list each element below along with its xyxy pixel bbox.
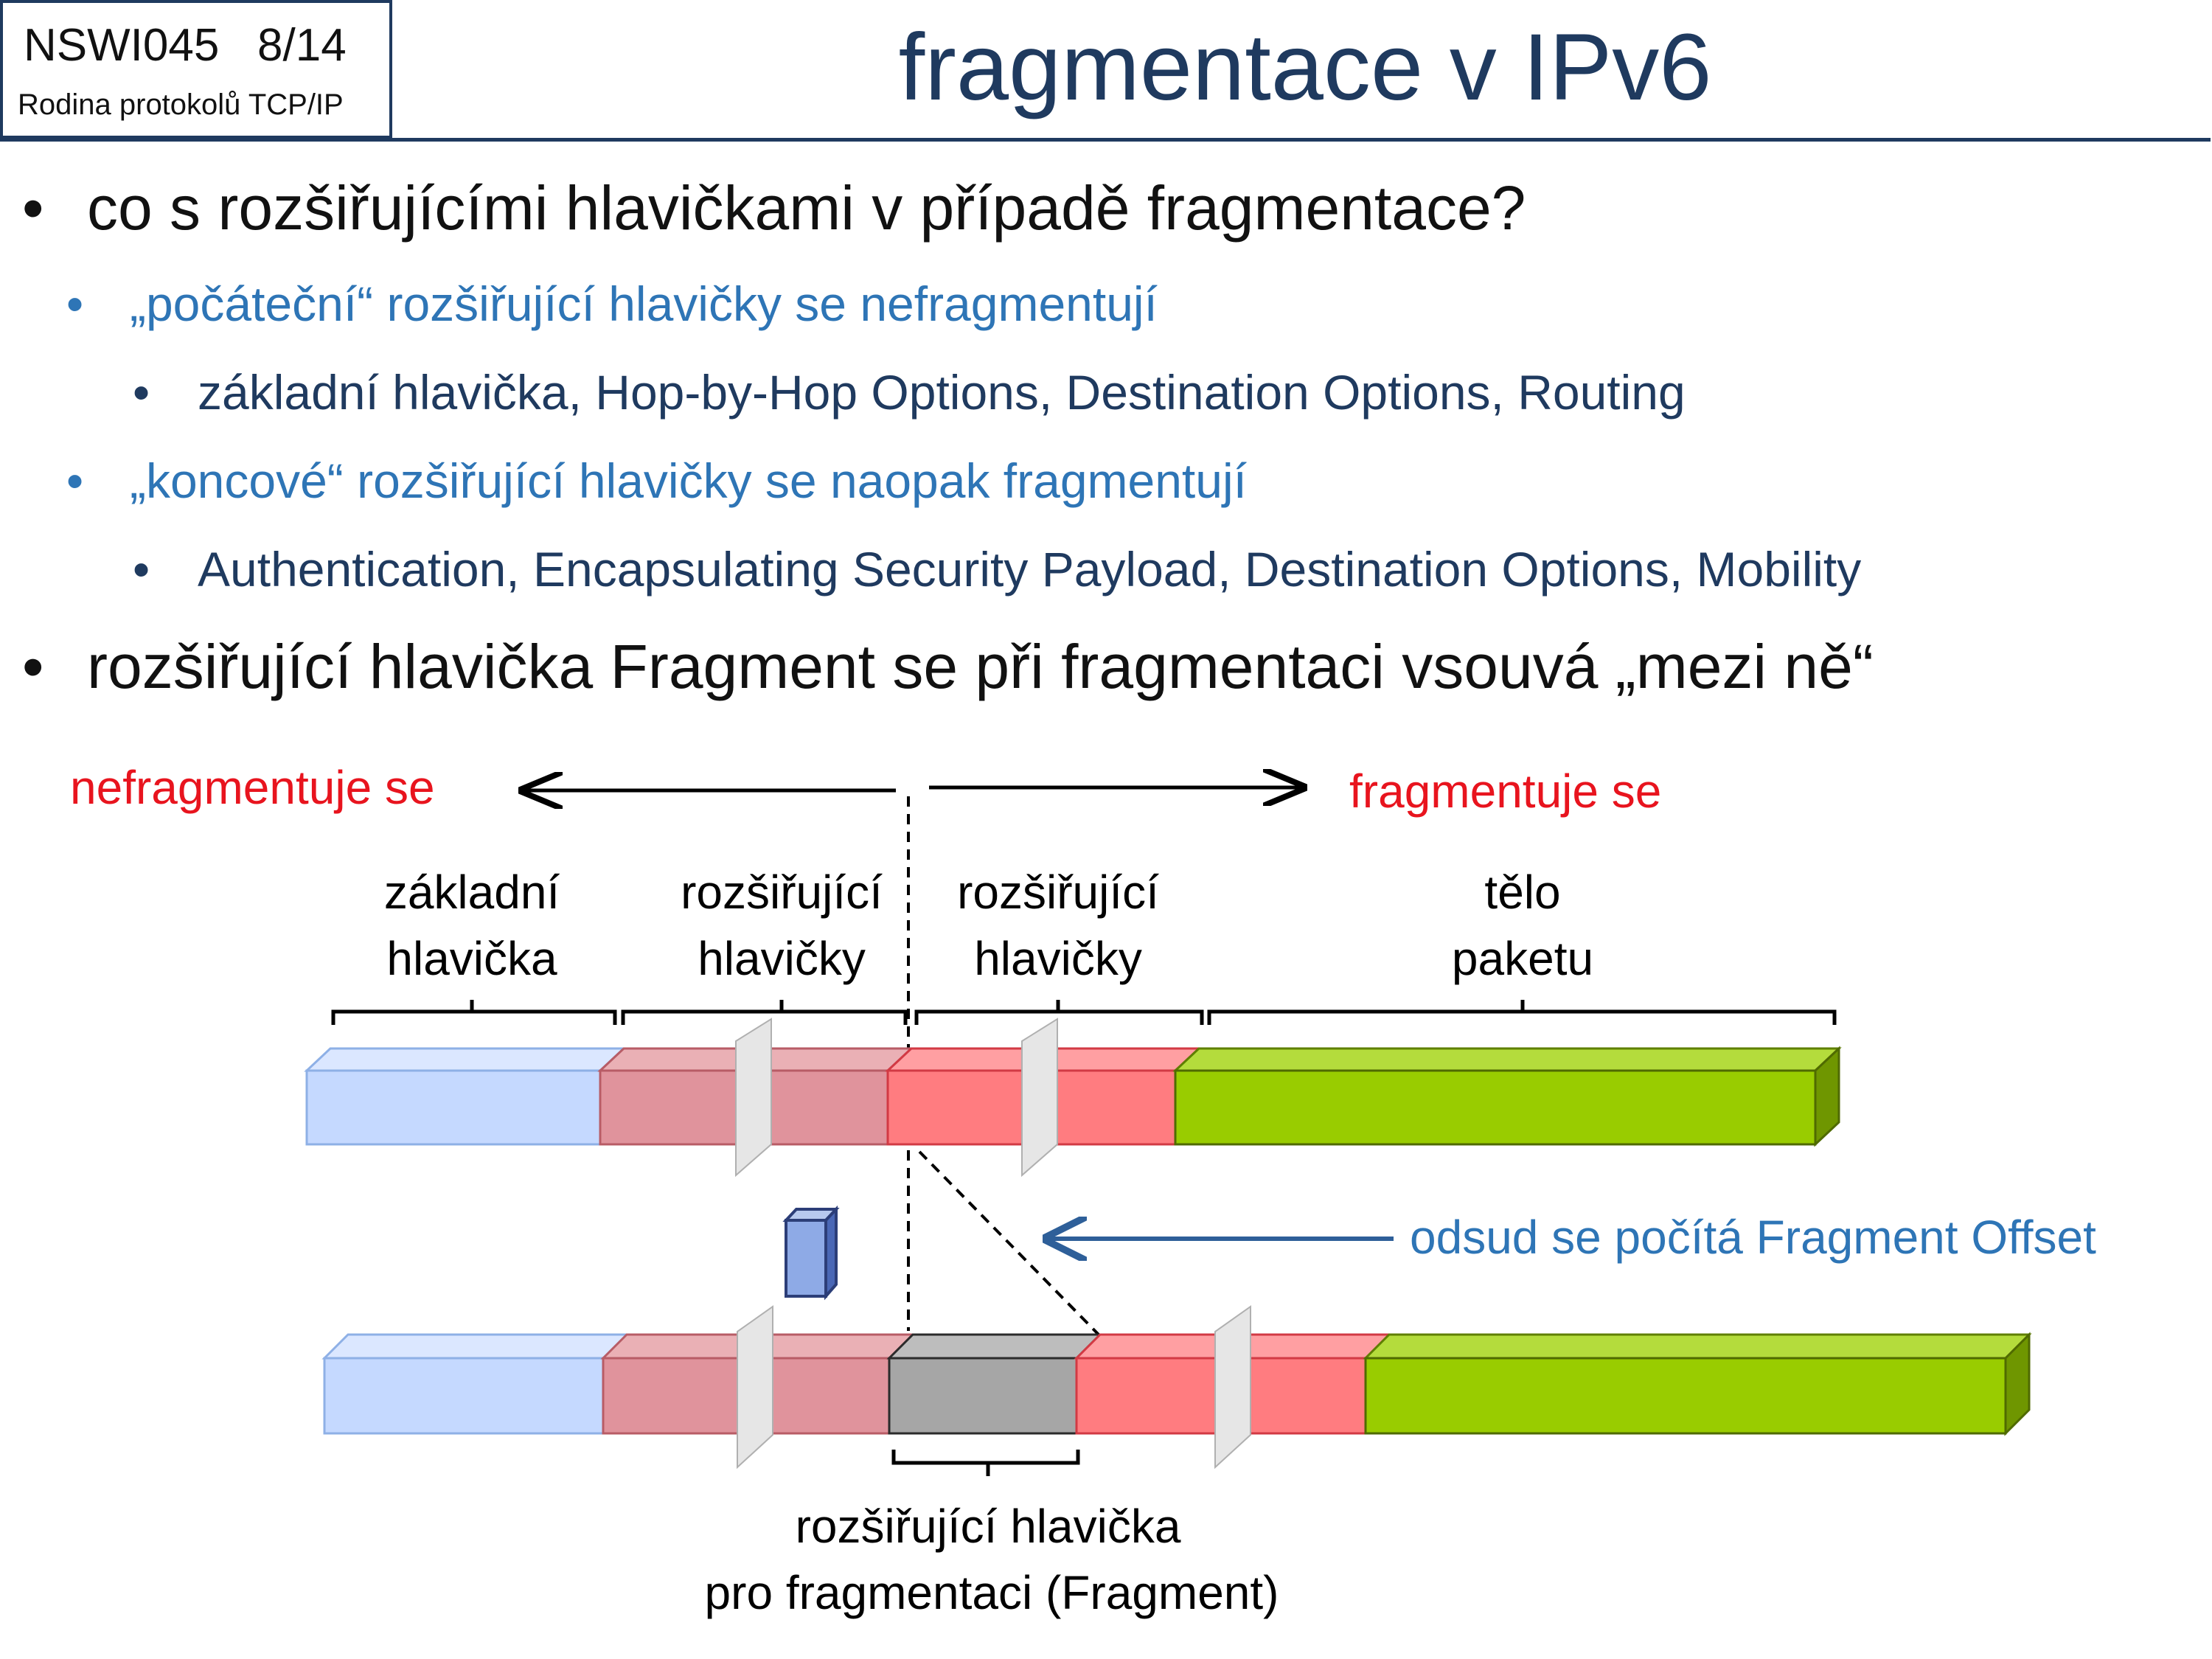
small-blue-block	[785, 1219, 827, 1298]
bullet-dot: •	[133, 542, 150, 597]
top-separator-2	[1021, 1018, 1058, 1178]
top-braces	[331, 1000, 1837, 1025]
group-body-label-1: tělo	[1484, 866, 1560, 919]
bullet-level2-text: „koncové“ rozšiřující hlavičky se naopak…	[130, 453, 1247, 508]
fragment-label-2: pro fragmentaci (Fragment)	[705, 1566, 1279, 1619]
bullet-dot: •	[66, 276, 84, 331]
bullet-level3-text: základní hlavička, Hop-by-Hop Options, D…	[198, 365, 1686, 420]
bullet-level1-text: co s rozšiřujícími hlavičkami v případě …	[87, 173, 1526, 243]
top-base-header-block	[305, 1069, 602, 1146]
bottom-fragment-header-block	[888, 1357, 1078, 1435]
offset-dashed-line	[918, 1150, 1100, 1336]
bullet-level3-text: Authentication, Encapsulating Security P…	[198, 542, 1862, 597]
bottom-unfrag-ext-block-1	[602, 1357, 749, 1435]
slide-number: 8/14	[257, 20, 347, 71]
group-base-label-2: hlavička	[386, 932, 557, 985]
slide-title: fragmentace v IPv6	[898, 15, 1712, 120]
bottom-separator-1	[737, 1305, 773, 1470]
bullet-dot: •	[22, 632, 44, 701]
bullet-dot: •	[22, 173, 44, 243]
bullet-dot: •	[133, 365, 150, 420]
course-info-box: NSWI045 8/14 Rodina protokolů TCP/IP	[0, 0, 392, 139]
course-code: NSWI045	[24, 20, 220, 71]
bottom-separator-2	[1214, 1305, 1251, 1470]
bottom-frag-ext-block-1	[1075, 1357, 1222, 1435]
group-base-label-1: základní	[384, 866, 560, 919]
left-label: nefragmentuje se	[70, 761, 435, 814]
bullet-dot: •	[66, 453, 84, 508]
group-body-label-2: paketu	[1452, 932, 1593, 985]
right-label: fragmentuje se	[1349, 765, 1661, 818]
group-frag-label-2: hlavičky	[974, 932, 1142, 985]
group-unfrag-label-1: rozšiřující	[681, 866, 883, 919]
bullet-level2-text: „počáteční“ rozšiřující hlavičky se nefr…	[130, 276, 1158, 331]
course-name: Rodina protokolů TCP/IP	[18, 88, 344, 121]
fragment-label-1: rozšiřující hlavička	[796, 1500, 1181, 1553]
group-unfrag-label-2: hlavičky	[698, 932, 866, 985]
bottom-brace	[891, 1450, 1080, 1476]
top-separator-1	[735, 1018, 772, 1178]
group-frag-label-1: rozšiřující	[957, 866, 1159, 919]
bottom-base-header-block	[323, 1357, 628, 1435]
top-frag-ext-block-1	[886, 1069, 1034, 1146]
bullet-level1-text: rozšiřující hlavička Fragment se při fra…	[87, 632, 1874, 701]
top-unfrag-ext-block-1	[599, 1069, 746, 1146]
offset-label: odsud se počítá Fragment Offset	[1410, 1211, 2096, 1264]
bottom-body-block	[1364, 1357, 2007, 1435]
slide-header	[0, 0, 2211, 142]
top-body-block	[1174, 1069, 1817, 1146]
